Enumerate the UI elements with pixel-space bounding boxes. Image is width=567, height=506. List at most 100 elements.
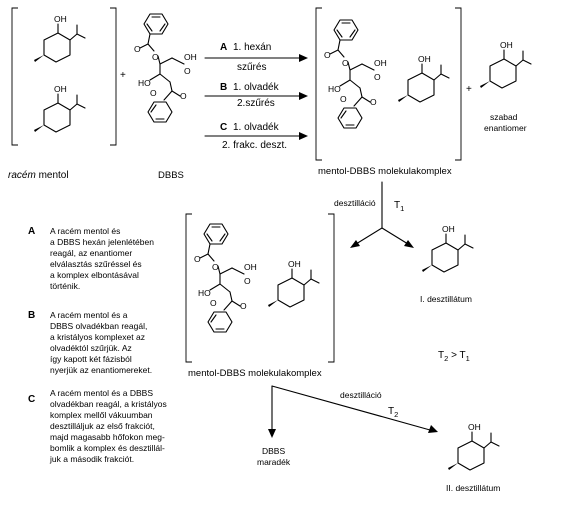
oh-label: OH bbox=[468, 422, 481, 432]
o-label: O bbox=[210, 298, 217, 308]
step-a-letter: A bbox=[220, 42, 227, 53]
complex-label-mid: mentol-DBBS molekulakomplex bbox=[188, 368, 322, 379]
complex-bracket-left bbox=[315, 7, 322, 161]
note-a-line: reagál, az enantiomer bbox=[50, 248, 132, 258]
o-label: O bbox=[240, 301, 247, 311]
dbbs-molecule: O O OH O HO O O bbox=[134, 13, 197, 123]
note-a-line: elválasztás szűréssel és bbox=[50, 259, 142, 269]
note-c-line: komplex mellől vákuumban bbox=[50, 410, 153, 420]
step-b-arrow: B 1. olvadék 2.szűrés bbox=[204, 82, 308, 109]
o-label: O bbox=[342, 58, 349, 68]
note-b: B A racém mentol és a DBBS olvadékban re… bbox=[28, 310, 152, 375]
menthol-top-2: OH bbox=[33, 84, 86, 133]
o-label: O bbox=[184, 66, 191, 76]
ho-label: HO bbox=[198, 288, 211, 298]
note-c-line: A racém mentol és a DBBS bbox=[50, 388, 153, 398]
note-c-line: juk a második frakciót. bbox=[49, 454, 134, 464]
step-c-letter: C bbox=[220, 122, 227, 133]
complex-dbbs-top: O O OH O HO O O bbox=[324, 19, 387, 129]
o-label: O bbox=[152, 52, 159, 62]
o-label: O bbox=[340, 94, 347, 104]
note-b-line: DBBS olvadékban reagál, bbox=[50, 321, 147, 331]
distillation-t2: desztilláció T2 bbox=[268, 385, 438, 438]
step-a-arrow: A 1. hexán szűrés bbox=[204, 42, 308, 73]
o-label: O bbox=[374, 72, 381, 82]
residue-line2: maradék bbox=[257, 457, 291, 467]
step-c-line1: 1. olvadék bbox=[233, 122, 280, 133]
step-b-line1: 1. olvadék bbox=[233, 82, 280, 93]
oh-label: OH bbox=[418, 54, 431, 64]
plus-sign: + bbox=[120, 70, 126, 81]
oh-label: OH bbox=[54, 14, 67, 24]
note-a-line: A racém mentol és bbox=[50, 226, 120, 236]
o-label: O bbox=[212, 262, 219, 272]
step-c-arrow: C 1. olvadék 2. frakc. deszt. bbox=[204, 122, 308, 151]
o-label: O bbox=[180, 91, 187, 101]
note-c-line: majd magasabb hőfokon meg- bbox=[50, 432, 165, 442]
distill-label-1: desztilláció bbox=[334, 198, 376, 208]
free-line2: enantiomer bbox=[484, 123, 527, 133]
plus-sign-2: + bbox=[466, 84, 472, 95]
o-label: O bbox=[370, 97, 377, 107]
step-c-line2: 2. frakc. deszt. bbox=[222, 140, 287, 151]
racemate-bracket-right bbox=[110, 7, 117, 146]
free-line1: szabad bbox=[490, 112, 518, 122]
oh-label: OH bbox=[184, 52, 197, 62]
complex-bracket-right bbox=[455, 7, 462, 161]
note-b-line: A racém mentol és a bbox=[50, 310, 128, 320]
distillate-1-label: I. desztillátum bbox=[420, 294, 472, 304]
racemic-word: racém mentol bbox=[8, 170, 69, 181]
note-c-line: bomlik a komplex és desztillál- bbox=[50, 443, 165, 453]
complex-label-top: mentol-DBBS molekulakomplex bbox=[318, 166, 452, 177]
oh-label: OH bbox=[54, 84, 67, 94]
o-label: O bbox=[134, 44, 141, 54]
oh-label: OH bbox=[288, 259, 301, 269]
note-c-letter: C bbox=[28, 394, 35, 405]
note-b-line: így kapott két fázisból bbox=[50, 354, 132, 364]
note-a-line: a komplex elbontásával bbox=[50, 270, 139, 280]
o-label: O bbox=[150, 88, 157, 98]
temperature-relation: T2 > T1 bbox=[438, 350, 470, 363]
dbbs-label: DBBS bbox=[158, 170, 184, 181]
note-c: C A racém mentol és a DBBS olvadékban re… bbox=[28, 388, 167, 464]
note-b-line: nyerjük az enantiomereket. bbox=[50, 365, 152, 375]
oh-label: OH bbox=[442, 224, 455, 234]
note-a-letter: A bbox=[28, 226, 35, 237]
complex-bracket-mid-left bbox=[185, 213, 192, 363]
t2-label: T2 bbox=[388, 406, 398, 419]
note-c-line: olvadékban reagál, a kristályos bbox=[50, 399, 167, 409]
note-c-line: desztilláljuk az első frakciót, bbox=[50, 421, 155, 431]
o-label: O bbox=[244, 276, 251, 286]
step-b-letter: B bbox=[220, 82, 227, 93]
t1-label: T1 bbox=[394, 200, 404, 213]
distillate-1-molecule: OH bbox=[421, 224, 474, 273]
residue-line1: DBBS bbox=[262, 446, 285, 456]
distillation-t1: desztilláció T1 bbox=[334, 181, 414, 248]
oh-label: OH bbox=[244, 262, 257, 272]
note-b-line: olvadéktól szűrjük. Az bbox=[50, 343, 132, 353]
note-a-line: történik. bbox=[50, 281, 80, 291]
complex-bracket-mid-right bbox=[328, 213, 335, 363]
racemate-bracket-left bbox=[11, 7, 18, 146]
distill-label-2: desztilláció bbox=[340, 390, 382, 400]
ho-label: HO bbox=[328, 84, 341, 94]
note-a-line: a DBBS hexán jelenlétében bbox=[50, 237, 154, 247]
oh-label: OH bbox=[374, 58, 387, 68]
o-label: O bbox=[194, 254, 201, 264]
complex-menthol-top: OH bbox=[397, 54, 450, 103]
note-b-line: a kristályos komplexet az bbox=[50, 332, 145, 342]
o-label: O bbox=[324, 50, 331, 60]
note-b-letter: B bbox=[28, 310, 35, 321]
oh-label: OH bbox=[500, 40, 513, 50]
distillate-2-label: II. desztillátum bbox=[446, 483, 500, 493]
step-a-line1: 1. hexán bbox=[233, 42, 271, 53]
ho-label: HO bbox=[138, 78, 151, 88]
menthol-top-1: OH bbox=[33, 14, 86, 63]
distillate-2-molecule: OH bbox=[447, 422, 500, 471]
step-a-line2: szűrés bbox=[237, 62, 266, 73]
step-b-line2: 2.szűrés bbox=[237, 98, 275, 109]
complex-dbbs-mid: O O OH O HO O O bbox=[194, 223, 257, 333]
free-enantiomer: OH bbox=[479, 40, 532, 89]
note-a: A A racém mentol és a DBBS hexán jelenlé… bbox=[28, 226, 154, 291]
